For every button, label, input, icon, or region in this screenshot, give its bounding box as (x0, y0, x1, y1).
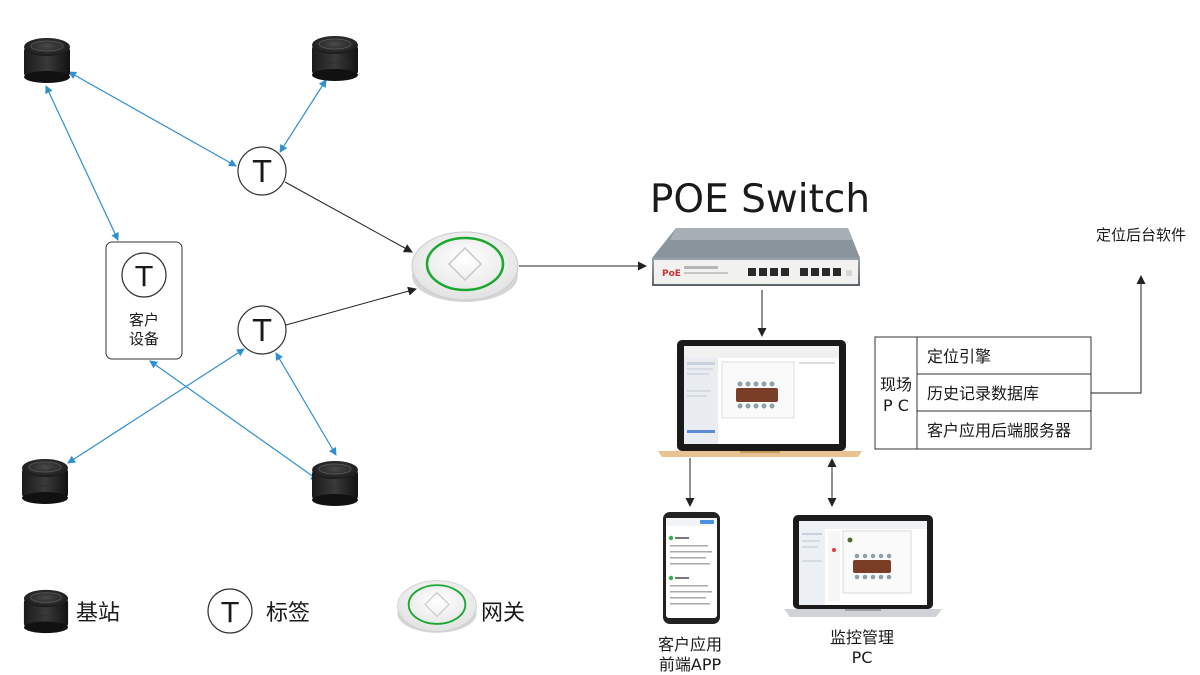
site-pc-row-positioning-engine: 定位引擎 (927, 347, 991, 366)
legend-base-station-label: 基站 (76, 601, 120, 626)
blue-links (45, 71, 337, 481)
customer-app-label-2: 前端APP (659, 655, 722, 674)
link-customer-device-bs4 (149, 360, 319, 481)
tag-circle (237, 146, 287, 196)
customer-device: T 客户 设备 (105, 241, 183, 360)
tag-letter: T (252, 155, 272, 190)
link-tag2-bs3 (67, 348, 245, 464)
legend-tag-label: 标签 (266, 601, 310, 626)
link-tag2-gateway (285, 286, 417, 326)
base-station-icon (23, 37, 71, 84)
switch-ports (748, 268, 841, 276)
tag-node: T (237, 146, 287, 196)
tag-circle (121, 252, 167, 298)
site-pc-label-1: 现场 (880, 375, 912, 394)
link-site-pc-backend (1091, 275, 1146, 394)
monitor-pc-label-1: 监控管理 (830, 628, 894, 647)
monitor-pc-laptop (784, 515, 942, 617)
tag-node: T (237, 305, 287, 355)
link-tag2-bs4 (275, 352, 337, 456)
black-links (284, 181, 1146, 507)
backend-software-label: 定位后台软件 (1096, 226, 1186, 244)
tag-letter: T (220, 596, 239, 629)
link-bs1-customer-device (45, 85, 119, 241)
poe-switch-title: POE Switch (650, 177, 870, 222)
switch-brand-logo: PoE (662, 269, 681, 279)
link-tag1-gateway (284, 181, 413, 253)
site-pc-row-history-db: 历史记录数据库 (927, 384, 1039, 403)
legend-gateway-label: 网关 (481, 601, 525, 626)
base-station-icon (311, 460, 359, 507)
base-station-icon (311, 35, 359, 82)
tag-circle (237, 305, 287, 355)
base-station-icon (21, 458, 69, 505)
site-pc-table: 现场 P C 定位引擎 历史记录数据库 客户应用后端服务器 (874, 336, 1092, 450)
legend: 基站 T 标签 网关 (23, 579, 525, 634)
customer-device-label-2: 设备 (129, 330, 159, 348)
monitor-pc-label-2: PC (852, 648, 873, 667)
base-station-icon (23, 589, 69, 634)
gateway-icon (410, 230, 520, 304)
tag-circle (207, 588, 253, 634)
tag-letter: T (134, 260, 153, 293)
customer-app-label-1: 客户应用 (658, 635, 722, 654)
customer-phone (663, 512, 720, 624)
site-pc-label-2: P C (883, 396, 909, 415)
poe-switch-device: PoE (652, 228, 860, 286)
laptop-base (658, 451, 862, 457)
customer-device-label-1: 客户 (129, 311, 159, 329)
link-bs2-tag1 (279, 79, 327, 153)
site-pc-row-app-backend: 客户应用后端服务器 (927, 421, 1071, 440)
link-bs1-tag1 (68, 71, 237, 167)
tag-letter: T (252, 314, 272, 349)
gateway-icon (396, 579, 478, 634)
laptop-screen (677, 340, 846, 451)
